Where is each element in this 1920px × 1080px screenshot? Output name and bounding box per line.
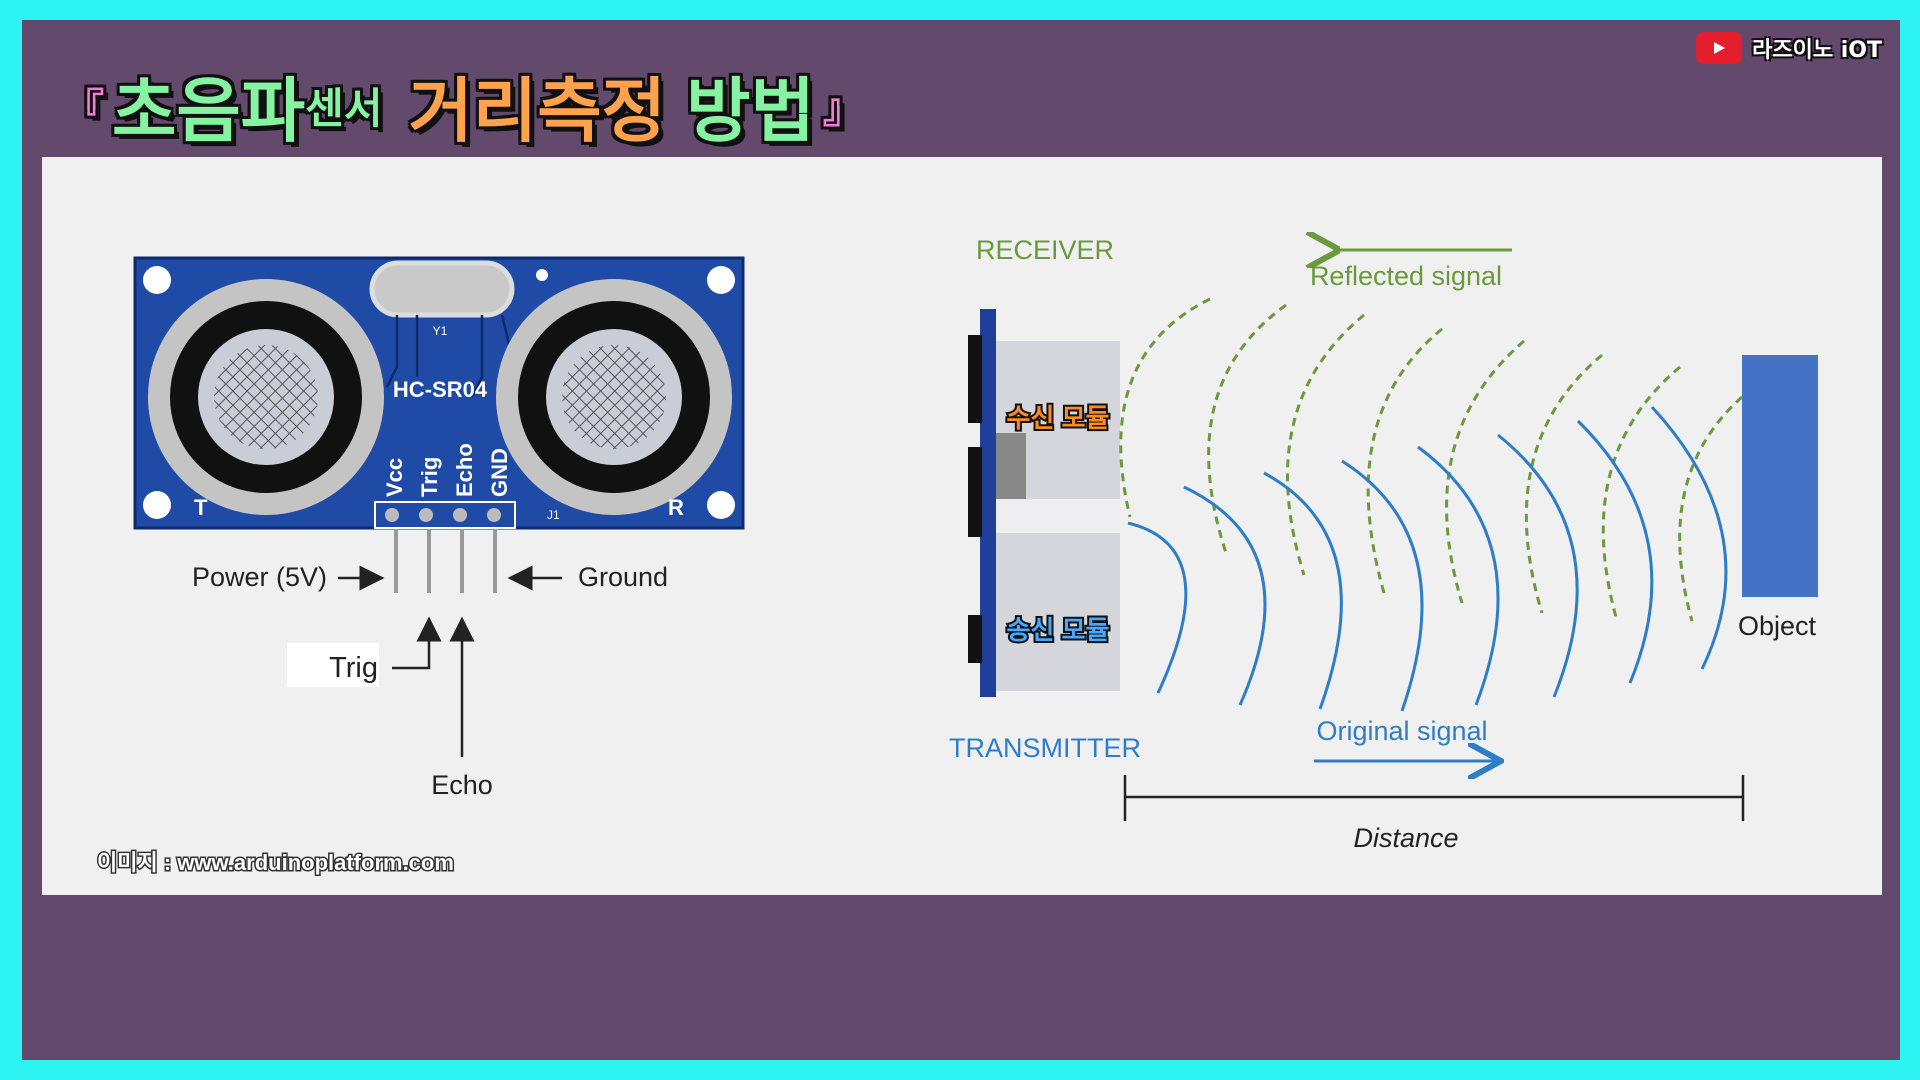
reflected-waves [1119, 297, 1743, 622]
transmitter-transducer [148, 279, 384, 515]
power-label: Power (5V) [192, 562, 327, 592]
receiver-module-label: 수신 모듈 [1007, 403, 1110, 433]
transmitter-mark: T [194, 495, 208, 520]
slide-title: 『 초음파 센서 거리측정 방법 』 [56, 50, 871, 160]
pin-label-gnd: GND [487, 448, 512, 497]
reflected-wave [1207, 303, 1287, 554]
transmitter-label: TRANSMITTER [949, 733, 1141, 763]
pin-label-vcc: Vcc [382, 458, 407, 497]
transmitter-module-label: 송신 모듈 [1007, 615, 1110, 645]
pin-label-trig: Trig [417, 457, 442, 497]
receiver-transducer [496, 279, 732, 515]
crystal-label: Y1 [433, 324, 448, 338]
slide-frame: 『 초음파 센서 거리측정 방법 』 라즈이노 iOT [22, 20, 1900, 1060]
reflected-wave [1524, 353, 1603, 614]
reflected-wave [1445, 339, 1525, 604]
reflected-wave [1286, 313, 1365, 576]
mounting-hole [143, 266, 171, 294]
original-wave [1650, 405, 1728, 670]
board-model-label: HC-SR04 [393, 377, 488, 402]
trig-label-box [287, 643, 379, 687]
sensor-side-view [968, 309, 1120, 697]
receiver-label: RECEIVER [976, 235, 1114, 265]
trig-label: Trig [329, 652, 378, 684]
original-waves [1127, 405, 1728, 712]
mounting-hole [707, 491, 735, 519]
channel-brand: 라즈이노 iOT [1696, 32, 1882, 64]
title-bracket-close: 』 [822, 86, 863, 132]
image-credit: 이미지 : www.arduinoplatform.com [97, 850, 454, 875]
reflected-wave [1119, 297, 1211, 518]
title-bracket-open: 『 [64, 86, 104, 132]
target-object [1742, 355, 1818, 597]
title-distance-measure: 거리측정 [408, 69, 667, 152]
original-wave [1263, 471, 1343, 710]
receiver-mark: R [668, 495, 684, 520]
diagram-panel: Y1 [42, 157, 1882, 895]
trig-arrow [392, 616, 442, 670]
title-sensor: 센서 [305, 83, 383, 133]
ultrasonic-diagram: Y1 [96, 157, 1818, 877]
reflected-wave [1601, 365, 1681, 618]
mounting-hole [143, 491, 171, 519]
title-ultrasonic: 초음파 [112, 69, 306, 152]
youtube-play-icon [1696, 32, 1743, 64]
reflected-wave [1366, 327, 1443, 594]
distance-bar [1123, 775, 1745, 821]
title-method: 방법 [686, 69, 815, 152]
original-wave [1341, 459, 1424, 712]
original-wave [1497, 433, 1579, 698]
pin-label-echo: Echo [452, 443, 477, 497]
object-label: Object [1738, 611, 1817, 641]
mounting-hole [707, 266, 735, 294]
original-wave [1576, 419, 1654, 684]
original-wave [1127, 521, 1188, 694]
hc-sr04-board: Y1 [133, 256, 745, 530]
ground-label: Ground [578, 562, 668, 592]
transmitter-module-block [996, 533, 1120, 691]
reflected-label: Reflected signal [1310, 261, 1502, 291]
distance-label: Distance [1353, 823, 1458, 853]
pin-legs [394, 529, 497, 593]
original-wave [1417, 445, 1500, 706]
original-label: Original signal [1316, 716, 1487, 746]
channel-name: 라즈이노 iOT [1752, 38, 1882, 63]
reflected-wave [1678, 395, 1743, 622]
crystal-oscillator [369, 260, 515, 318]
connector-label: J1 [547, 508, 560, 522]
echo-label: Echo [431, 770, 493, 800]
original-wave [1183, 485, 1267, 706]
